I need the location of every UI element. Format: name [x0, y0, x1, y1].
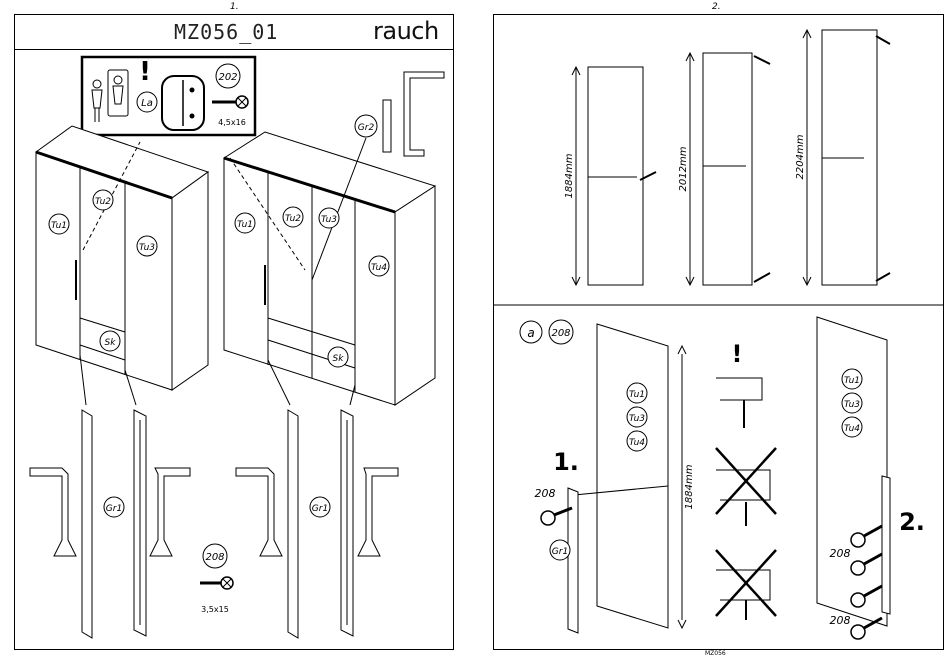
exclamation-icon-detail: !: [732, 340, 743, 368]
label-tu2-a: Tu2: [95, 197, 111, 207]
label-tu2-b: Tu2: [285, 214, 301, 224]
part-number-208: 208: [205, 552, 224, 563]
screw-208-size: 3,5x15: [201, 605, 229, 614]
door-height-2: 2012mm: [678, 146, 689, 191]
screw-label-1: 208: [535, 487, 556, 500]
door-height-diagrams: [572, 30, 890, 285]
screw-label-2: 208: [830, 547, 851, 560]
label-tu3-a: Tu3: [139, 243, 155, 253]
door-panel-right: [817, 317, 890, 626]
screw-icon-step1: [541, 508, 572, 525]
panel-label-tu3: Tu3: [629, 414, 645, 424]
label-gr1-a: Gr1: [106, 504, 122, 514]
step-two-label: 2.: [899, 508, 925, 536]
person-label: La: [141, 98, 153, 109]
step-label-a: a: [527, 326, 534, 340]
label-sk-a: Sk: [105, 338, 117, 348]
label-tu1-b: Tu1: [237, 220, 253, 230]
panel-label-tu4: Tu4: [629, 438, 645, 448]
hinge-details: !: [716, 340, 776, 620]
warning-box: ! La 202 4,5x16: [82, 57, 255, 135]
label-tu4-b: Tu4: [371, 263, 387, 273]
screw-size-label: 4,5x16: [218, 118, 246, 127]
gr2-bracket: [383, 72, 444, 156]
label-tu3-b: Tu3: [321, 215, 337, 225]
part-number-208-b: 208: [551, 328, 570, 339]
exclamation-icon: !: [139, 57, 151, 87]
door-height-1: 1884mm: [564, 153, 575, 198]
label-sk-b: Sk: [333, 354, 345, 364]
panel-right-tu4: Tu4: [844, 424, 860, 434]
wardrobe-3-door: [36, 126, 208, 390]
label-gr1-b: Gr1: [312, 504, 328, 514]
panel-right-tu1: Tu1: [844, 376, 860, 386]
step-one-label: 1.: [553, 448, 579, 476]
screw-label-3: 208: [830, 614, 851, 627]
label-tu1-a: Tu1: [51, 221, 67, 231]
hinge-plate-icon: [162, 76, 204, 130]
screw-208-icon: [200, 577, 233, 589]
door-height-3: 2204mm: [795, 134, 806, 179]
door-panel-left: [574, 324, 686, 628]
rails-and-brackets: [30, 410, 398, 638]
wardrobe-4-door: [224, 132, 435, 405]
panel-height: 1884mm: [684, 464, 695, 509]
part-number-202: 202: [218, 72, 237, 83]
panel-label-tu1: Tu1: [629, 390, 645, 400]
panel-right-tu3: Tu3: [844, 400, 860, 410]
label-gr1-detail: Gr1: [552, 547, 568, 557]
label-gr2: Gr2: [358, 123, 375, 133]
